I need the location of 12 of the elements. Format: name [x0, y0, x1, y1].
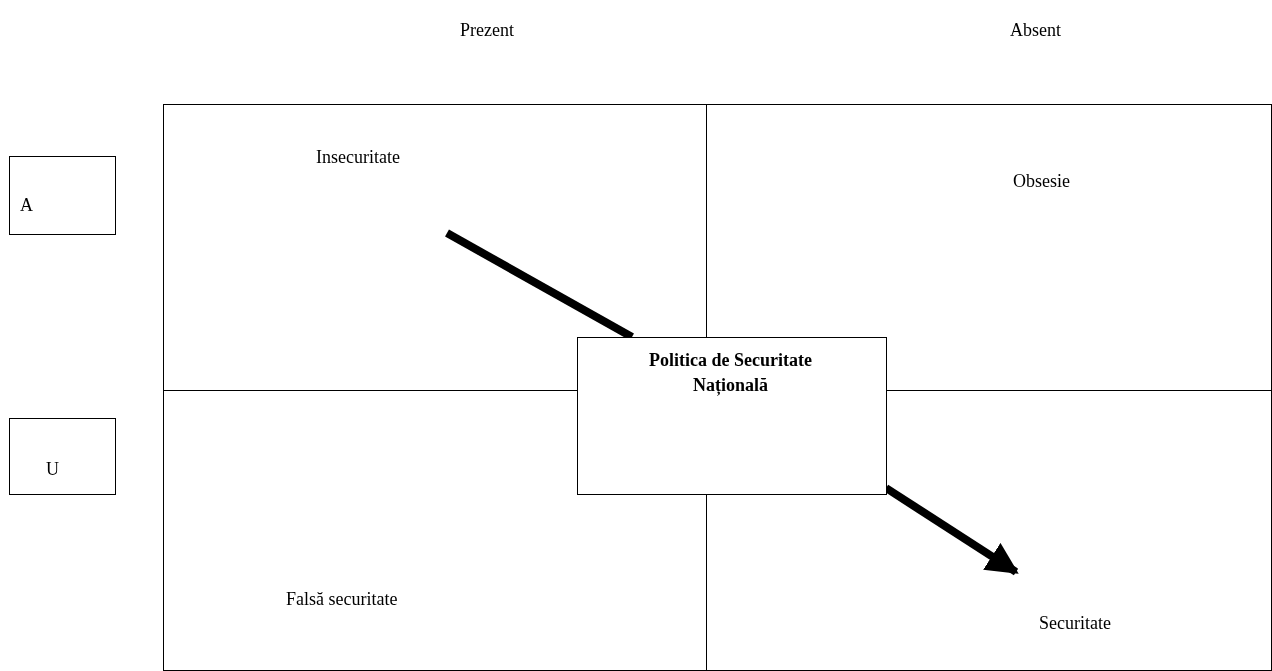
- box-letter: U: [46, 459, 59, 480]
- cell-label: Insecuritate: [316, 147, 400, 168]
- box-letter: A: [20, 195, 33, 216]
- cell-label: Obsesie: [1013, 171, 1070, 192]
- axis-label-box: [9, 418, 116, 495]
- cell-label: Falsă securitate: [286, 589, 398, 610]
- cell-label: Securitate: [1039, 613, 1111, 634]
- column-heading: Prezent: [460, 20, 514, 41]
- axis-label-box: [9, 156, 116, 235]
- box-title: Politica de Securitate Națională: [648, 349, 813, 398]
- column-heading: Absent: [1010, 20, 1061, 41]
- policy-box: [577, 337, 887, 495]
